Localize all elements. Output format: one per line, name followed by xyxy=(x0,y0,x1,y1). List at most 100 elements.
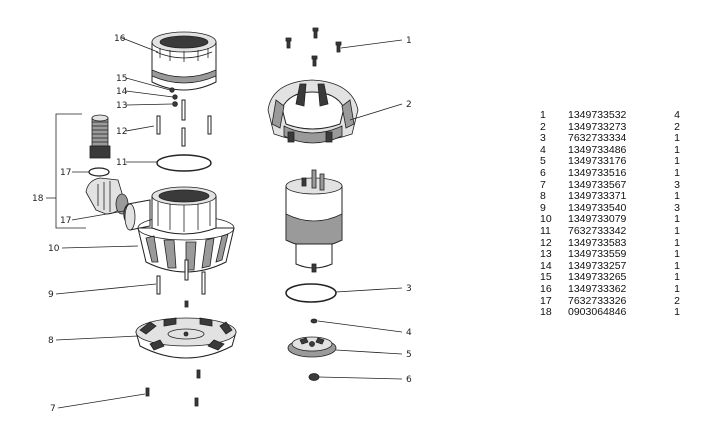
callout-17-upper: 17 xyxy=(60,168,71,178)
callout-8: 8 xyxy=(48,336,54,346)
part-quantity: 1 xyxy=(674,143,680,156)
callout-17-lower: 17 xyxy=(60,216,71,226)
part-number: 1349733265 xyxy=(568,271,627,284)
parts-row: 15 1349733265 1 xyxy=(540,272,680,284)
part-quantity: 1 xyxy=(674,224,680,237)
callout-12: 12 xyxy=(116,127,127,137)
parts-row: 16 1349733362 1 xyxy=(540,282,680,296)
part-number: 1349733079 xyxy=(568,213,627,226)
part-number: 1349733532 xyxy=(568,109,627,121)
part-index: 15 xyxy=(540,271,552,284)
callout-4: 4 xyxy=(406,328,412,338)
part-2-handle xyxy=(267,79,359,144)
part-quantity: 1 xyxy=(674,155,680,168)
part-3-o-ring xyxy=(285,283,337,303)
parts-row: 11 7632733342 1 xyxy=(540,224,680,238)
callout-18: 18 xyxy=(32,194,44,204)
part-number: 1349733516 xyxy=(568,166,627,179)
part-number: 1349733583 xyxy=(568,236,627,249)
part-8-base-plate xyxy=(135,300,237,359)
part-number: 7632733342 xyxy=(568,224,627,237)
motor-unit xyxy=(285,169,343,273)
part-quantity: 1 xyxy=(674,306,680,319)
part-17-seal-upper xyxy=(88,167,110,177)
parts-row: 7 1349733567 3 xyxy=(540,178,680,192)
part-index: 11 xyxy=(540,224,551,237)
part-18-bracket xyxy=(46,113,86,229)
callout-16: 16 xyxy=(114,34,126,44)
part-quantity: 1 xyxy=(674,236,680,249)
callout-labels: 16 15 14 13 12 11 17 18 17 10 9 8 7 1 2 … xyxy=(32,34,412,414)
parts-row: 14 1349733257 1 xyxy=(540,259,680,273)
part-index: 16 xyxy=(540,282,552,295)
part-index: 12 xyxy=(540,236,552,249)
part-1-screws xyxy=(285,27,342,67)
part-number: 7632733334 xyxy=(568,132,627,145)
part-index: 14 xyxy=(540,259,552,272)
part-16-sleeve xyxy=(151,31,217,91)
part-number: 1349733486 xyxy=(568,143,627,156)
part-index: 3 xyxy=(540,132,546,145)
part-quantity: 1 xyxy=(674,271,680,284)
part-quantity: 1 xyxy=(674,166,680,179)
part-number: 1349733540 xyxy=(568,201,627,214)
part-index: 1 xyxy=(540,109,546,121)
part-index: 7 xyxy=(540,178,546,191)
part-quantity: 2 xyxy=(674,120,680,133)
leader-lines-right xyxy=(317,39,403,380)
callout-7: 7 xyxy=(50,404,56,414)
callout-5: 5 xyxy=(406,350,412,360)
part-9-pins xyxy=(156,259,206,295)
leader-lines-left xyxy=(55,37,174,409)
callout-2: 2 xyxy=(406,100,412,110)
parts-row: 17 7632733326 2 xyxy=(540,294,680,308)
part-index: 10 xyxy=(540,213,552,226)
part-14-washer xyxy=(172,94,178,100)
part-6-nut xyxy=(308,373,320,381)
parts-row: 10 1349733079 1 xyxy=(540,214,680,226)
callout-15: 15 xyxy=(116,74,127,84)
callout-1: 1 xyxy=(406,36,412,46)
part-number: 1349733273 xyxy=(568,120,627,133)
part-quantity: 1 xyxy=(674,213,680,226)
part-number: 0903064846 xyxy=(568,306,627,319)
part-quantity: 1 xyxy=(674,259,680,272)
callout-9: 9 xyxy=(48,290,54,300)
part-12-pins xyxy=(156,99,212,147)
part-quantity: 1 xyxy=(674,190,680,203)
part-index: 6 xyxy=(540,166,546,179)
part-number: 7632733326 xyxy=(568,294,627,307)
callout-11: 11 xyxy=(116,158,127,168)
part-13-nut xyxy=(172,101,178,107)
part-index: 17 xyxy=(540,294,552,307)
callout-3: 3 xyxy=(406,284,412,294)
part-number: 1349733362 xyxy=(568,282,627,295)
part-number: 1349733257 xyxy=(568,259,627,272)
part-quantity: 3 xyxy=(674,178,680,191)
part-5-impeller xyxy=(287,336,337,358)
part-7-screws xyxy=(145,369,201,407)
part-index: 13 xyxy=(540,248,552,261)
part-number: 1349733371 xyxy=(568,190,627,203)
part-quantity: 2 xyxy=(674,294,680,307)
callout-14: 14 xyxy=(116,87,128,97)
part-number: 1349733176 xyxy=(568,155,627,168)
part-index: 5 xyxy=(540,155,546,168)
callout-13: 13 xyxy=(116,101,127,111)
parts-row: 5 1349733176 1 xyxy=(540,156,680,168)
part-number: 1349733559 xyxy=(568,248,627,261)
part-quantity: 1 xyxy=(674,282,680,295)
parts-row: 13 1349733559 1 xyxy=(540,249,680,261)
part-number: 1349733567 xyxy=(568,178,627,191)
part-15-screw xyxy=(169,87,175,93)
part-quantity: 1 xyxy=(674,248,680,261)
part-index: 18 xyxy=(540,306,552,319)
